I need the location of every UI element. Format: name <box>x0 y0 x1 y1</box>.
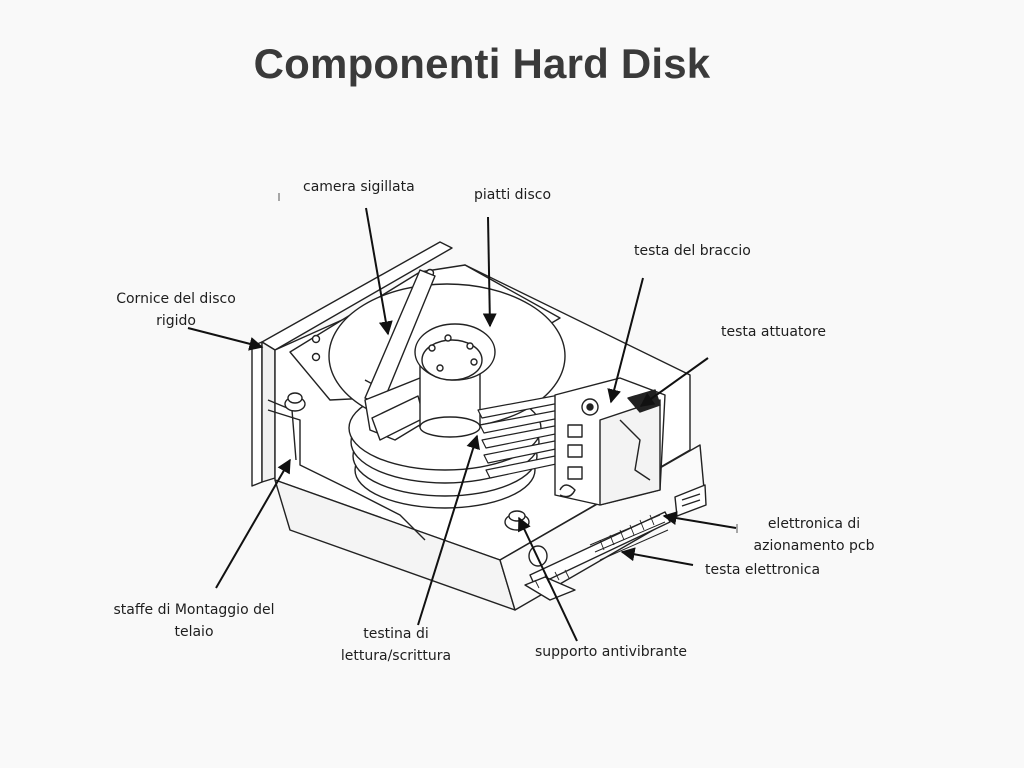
arrow-cornice <box>187 327 264 351</box>
spindle-hub <box>414 323 496 438</box>
arrow-staffe <box>215 458 291 589</box>
tick-marks <box>278 193 738 533</box>
pcb-board <box>524 511 671 601</box>
arrow-attuatore <box>639 357 709 407</box>
label-cornice-line2: rigido <box>156 313 196 329</box>
arrow-elettronica-az <box>662 511 737 529</box>
arrow-piatti <box>482 216 497 328</box>
bezel-frame <box>251 241 453 487</box>
label-testa-elettronica: testa elettronica <box>705 562 821 578</box>
label-staffe-line2: telaio <box>174 624 214 640</box>
label-staffe-montaggio: staffe di Montaggio del telaio <box>112 599 276 643</box>
arrow-camera <box>365 207 393 336</box>
actuator-block <box>554 377 666 506</box>
arrow-testa-elettronica <box>620 547 694 566</box>
label-elettronica-line1: elettronica di <box>767 516 861 532</box>
label-cornice-line1: Cornice del disco <box>116 291 236 307</box>
page-title: Componenti Hard Disk <box>253 40 711 87</box>
hard-disk-illustration <box>251 241 707 611</box>
label-camera-sigillata: camera sigillata <box>303 179 415 195</box>
arrow-testina <box>417 434 480 626</box>
annotation-arrows <box>187 207 737 642</box>
label-testina-line2: lettura/scrittura <box>340 648 452 664</box>
sealed-chamber-cut <box>364 269 436 441</box>
label-elettronica-line2: azionamento pcb <box>753 538 875 554</box>
label-piatti-disco: piatti disco <box>474 187 552 203</box>
label-testina-lettura: testina di lettura/scrittura <box>334 623 458 667</box>
label-supporto-antivibrante: supporto antivibrante <box>535 644 687 660</box>
label-cornice-disco: Cornice del disco rigido <box>108 288 244 332</box>
label-testina-line1: testina di <box>363 626 429 642</box>
label-testa-attuatore: testa attuatore <box>721 324 827 340</box>
label-elettronica-azionamento: elettronica di azionamento pcb <box>748 513 880 557</box>
connector <box>674 484 707 517</box>
label-testa-braccio: testa del braccio <box>634 243 751 259</box>
label-staffe-line1: staffe di Montaggio del <box>113 602 275 618</box>
arrow-supporto <box>518 516 578 642</box>
arrow-braccio <box>607 277 644 404</box>
